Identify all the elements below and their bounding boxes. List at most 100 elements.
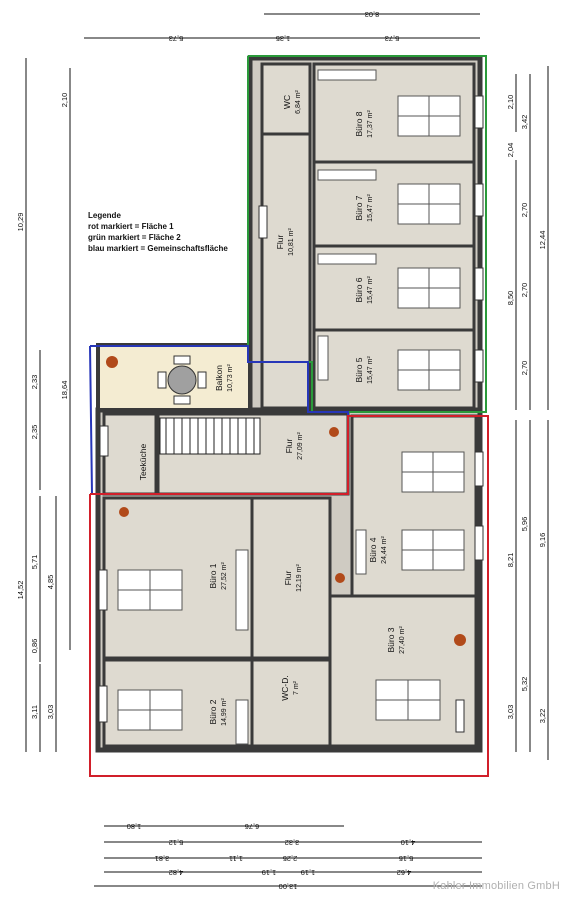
wc-d-name: WC-D. xyxy=(280,675,290,701)
dim-right-c1: 5,96 xyxy=(520,517,529,532)
legend-title: Legende xyxy=(88,211,121,220)
buero3-area: 27,40 m² xyxy=(399,626,406,654)
flur-mid-area: 27,09 m² xyxy=(297,432,304,460)
legend-green: grün markiert = Fläche 2 xyxy=(88,233,181,242)
wc-d-area: 7 m² xyxy=(293,680,300,695)
desks-buero7 xyxy=(397,183,461,225)
buero2-name: Büro 2 xyxy=(208,699,218,724)
dim-bot-r1b: 6,76 xyxy=(245,822,260,831)
desks-buero2 xyxy=(117,689,183,731)
dim-top2a: 5,73 xyxy=(169,34,184,43)
desks-buero1 xyxy=(117,569,183,611)
legend: Legende rot markiert = Fläche 1 grün mar… xyxy=(88,210,228,254)
dim-bot-r1a: 1,80 xyxy=(127,822,142,831)
legend-red: rot markiert = Fläche 1 xyxy=(88,222,174,231)
dim-top2c: 5,73 xyxy=(385,34,400,43)
watermark: Kahler Immobilien GmbH xyxy=(432,880,560,892)
wc-area: 6,84 m² xyxy=(295,89,302,113)
shelf-buero8 xyxy=(317,69,377,81)
dim-bot-r4a: 4,82 xyxy=(169,868,184,877)
plant-icon xyxy=(106,356,118,368)
dimension-lines xyxy=(25,13,549,887)
shelf-buero1 xyxy=(235,549,249,631)
dimension-labels: 8,03 5,73 1,35 5,73 10,29 18,64 14,52 2,… xyxy=(16,10,547,891)
room-flur-top xyxy=(260,132,312,410)
dim-left-b5: 0,86 xyxy=(30,639,39,654)
buero8-name: Büro 8 xyxy=(354,111,364,136)
room-flur-low xyxy=(250,496,332,660)
dim-right-a4: 2,70 xyxy=(520,203,529,218)
buero5-name: Büro 5 xyxy=(354,357,364,382)
desks-buero3 xyxy=(375,679,441,721)
dim-bot-r3a: 3,81 xyxy=(155,854,170,863)
dim-bot-r4c: 1,19 xyxy=(301,868,316,877)
dim-bot-r3c: 2,25 xyxy=(283,854,298,863)
buero4-name: Büro 4 xyxy=(368,537,378,562)
desks-buero4b xyxy=(401,529,465,571)
dim-bot-r5: 13,00 xyxy=(279,882,298,891)
buero8-area: 17,37 m² xyxy=(367,110,374,138)
buero6-area: 15,47 m² xyxy=(367,276,374,304)
desks-buero6 xyxy=(397,267,461,309)
dim-bot-r4d: 4,62 xyxy=(397,868,412,877)
desks-buero8 xyxy=(397,95,461,137)
room-wc xyxy=(260,62,312,136)
dim-left-b3: 2,35 xyxy=(30,425,39,440)
buero2-area: 14,99 m² xyxy=(221,698,228,726)
flur-low-area: 12,19 m² xyxy=(296,564,303,592)
dim-left-b2: 2,33 xyxy=(30,375,39,390)
dim-left-a3: 14,52 xyxy=(16,581,25,600)
dim-left-a1: 10,29 xyxy=(16,213,25,232)
staircase xyxy=(159,417,261,455)
balcony-table xyxy=(157,355,207,405)
desks-buero5 xyxy=(397,349,461,391)
buero7-area: 15,47 m² xyxy=(367,194,374,222)
dim-right-a5: 2,70 xyxy=(520,283,529,298)
dim-right-a3: 2,04 xyxy=(506,143,515,158)
shelf-buero4 xyxy=(355,529,367,575)
plant-icon xyxy=(329,427,339,437)
dim-right-b1: 8,50 xyxy=(506,291,515,306)
dim-right-c5: 3,03 xyxy=(506,705,515,720)
buero4-area: 24,44 m² xyxy=(381,536,388,564)
dim-right-a6: 2,70 xyxy=(520,361,529,376)
buero6-name: Büro 6 xyxy=(354,277,364,302)
teekueche-name: Teeküche xyxy=(138,444,148,481)
flur-top-name: Flur xyxy=(275,235,285,250)
plant-icons xyxy=(106,356,466,646)
room-teekueche xyxy=(102,412,158,496)
buero5-area: 15,47 m² xyxy=(367,356,374,384)
buero1-area: 27,52 m² xyxy=(221,562,228,590)
dim-right-b2: 12,44 xyxy=(538,231,547,250)
shelf-buero7 xyxy=(317,169,377,181)
room-buero3 xyxy=(328,594,478,748)
dim-bot-r3b: 1,11 xyxy=(229,854,243,863)
area-outlines xyxy=(89,55,489,777)
dim-right-c3: 9,16 xyxy=(538,533,547,548)
flur-low-name: Flur xyxy=(283,571,293,586)
plant-icon xyxy=(335,573,345,583)
buero7-name: Büro 7 xyxy=(354,195,364,220)
desks-buero4a xyxy=(401,451,465,493)
shelf-buero2 xyxy=(235,699,249,745)
dim-left-a2: 18,64 xyxy=(60,381,69,400)
dim-left-c2: 3,03 xyxy=(46,705,55,720)
buero3-name: Büro 3 xyxy=(386,627,396,652)
dim-right-a1: 2,10 xyxy=(506,95,515,110)
room-wc-d xyxy=(250,658,332,748)
desk-groups xyxy=(117,69,465,745)
dim-right-a2: 3,42 xyxy=(520,115,529,130)
wc-name: WC xyxy=(282,95,292,109)
dim-bot-r2b: 3,32 xyxy=(285,838,300,847)
dim-bot-r2a: 5,12 xyxy=(169,838,184,847)
buero1-name: Büro 1 xyxy=(208,563,218,588)
dim-left-b4: 5,71 xyxy=(30,555,39,570)
plant-icon xyxy=(119,507,129,517)
dim-right-c6: 3,22 xyxy=(538,709,547,724)
dim-left-c1: 4,85 xyxy=(46,575,55,590)
plant-icon xyxy=(454,634,466,646)
dim-left-b6: 3,11 xyxy=(30,705,39,719)
dim-top2b: 1,35 xyxy=(276,34,291,43)
